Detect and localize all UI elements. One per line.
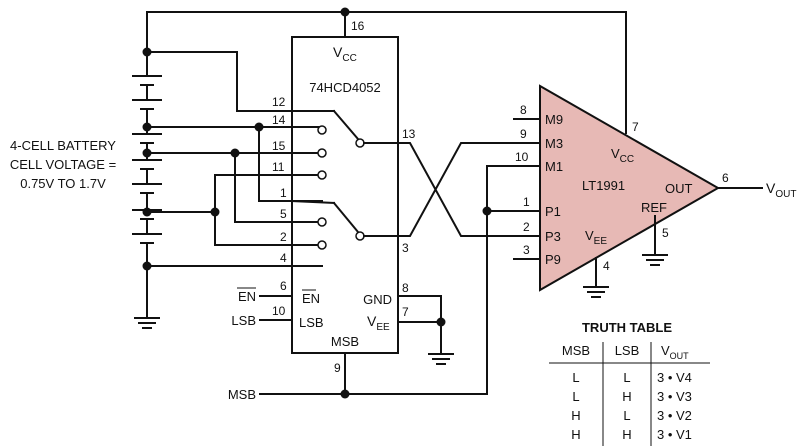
battery-label: 4-CELL BATTERY CELL VOLTAGE = 0.75V TO 1… [10,138,116,191]
amp-pin-6: 6 [722,171,729,185]
msb-input-label: MSB [228,387,256,402]
mux-switch-contacts [317,109,399,250]
mux-pin-3: 3 [402,241,409,255]
amp-pin-2: 2 [523,220,530,234]
battery-tap-wires [146,51,323,267]
mux-pin-5: 5 [280,207,287,221]
mux-chip: VCC 74HCD4052 EN LSB GND VEE MSB 16 12 1… [146,7,627,375]
truth-cell-lsb: H [622,389,631,404]
truth-table-row: H H 3 • V1 [571,427,692,442]
mux-en-pin-label: EN [302,291,320,306]
truth-cell-msb: L [572,370,579,385]
truth-cell-msb: H [571,427,580,442]
truth-cell-lsb: L [623,370,630,385]
truth-table-row: L L 3 • V4 [572,370,692,385]
amp-part-number: LT1991 [582,178,625,193]
control-inputs: EN LSB MSB [228,165,541,402]
truth-cell-lsb: H [622,427,631,442]
amp-vee-label: VEE [585,228,607,247]
amp-pin-4: 4 [603,259,610,273]
mux-pin-13: 13 [402,127,416,141]
lsb-input-label: LSB [231,313,256,328]
amp-pin-8: 8 [520,103,527,117]
mux-lsb-pin-label: LSB [299,315,324,330]
mux-pin-11: 11 [272,160,285,174]
mux-pin-16: 16 [351,19,365,33]
mux-pin-15: 15 [272,139,286,153]
mux-pin-6: 6 [280,279,287,293]
truth-cell-vout: 3 • V3 [657,389,692,404]
truth-cell-vout: 3 • V1 [657,427,692,442]
truth-table: TRUTH TABLE MSB LSB VOUT L L 3 • V4 L H … [549,320,710,446]
mux-vee-label: VEE [367,313,390,333]
amp-pin-1: 1 [523,195,530,209]
amp-m1-label: M1 [545,159,563,174]
mux-pin-10: 10 [272,304,286,318]
vout-label: VOUT [766,180,796,200]
mux-ground [397,295,454,365]
en-input-label: EN [238,289,256,304]
truth-cell-msb: L [572,389,579,404]
truth-table-header-msb: MSB [562,343,590,358]
mux-pin-8: 8 [402,281,409,295]
mux-vcc-label: VCC [333,44,357,64]
truth-cell-vout: 3 • V2 [657,408,692,423]
truth-cell-lsb: L [623,408,630,423]
amp-m9-label: M9 [545,112,563,127]
amp-p1-label: P1 [545,204,561,219]
truth-cell-msb: H [571,408,580,423]
amp-pin-7: 7 [632,120,639,134]
truth-table-header-vout: VOUT [661,343,689,361]
battery-label-line1: 4-CELL BATTERY [10,138,116,153]
mux-pin-4: 4 [280,251,287,265]
amp-pin-9: 9 [520,127,527,141]
amp-p9-label: P9 [545,252,561,267]
mux-pin-7: 7 [402,305,409,319]
truth-table-title: TRUTH TABLE [582,320,672,335]
mux-pin-1: 1 [280,186,287,200]
amp-pin-5: 5 [662,226,669,240]
battery-stack [132,51,162,329]
truth-table-header-lsb: LSB [615,343,640,358]
amp-m3-label: M3 [545,136,563,151]
truth-cell-vout: 3 • V4 [657,370,692,385]
mux-pin-14: 14 [272,113,286,127]
truth-table-row: H L 3 • V2 [571,408,692,423]
amp-ref-label: REF [641,200,667,215]
battery-label-line2: CELL VOLTAGE = [10,157,116,172]
amp-pin-10: 10 [515,150,529,164]
mux-msb-pin-label: MSB [331,334,359,349]
amp-pin-3: 3 [523,243,530,257]
mux-pin-2: 2 [280,230,287,244]
amp-vcc-label: VCC [611,146,634,165]
truth-table-row: L H 3 • V3 [572,389,692,404]
amp-out-label: OUT [665,181,693,196]
mux-part-number: 74HCD4052 [309,80,381,95]
battery-label-line3: 0.75V TO 1.7V [20,176,106,191]
amplifier-lt1991: M9 M3 M1 P1 P3 P9 VCC LT1991 OUT REF VEE… [513,84,796,298]
mux-pin-9: 9 [334,361,341,375]
mux-pin-12: 12 [272,95,286,109]
amp-p3-label: P3 [545,229,561,244]
mux-gnd-label: GND [363,292,392,307]
